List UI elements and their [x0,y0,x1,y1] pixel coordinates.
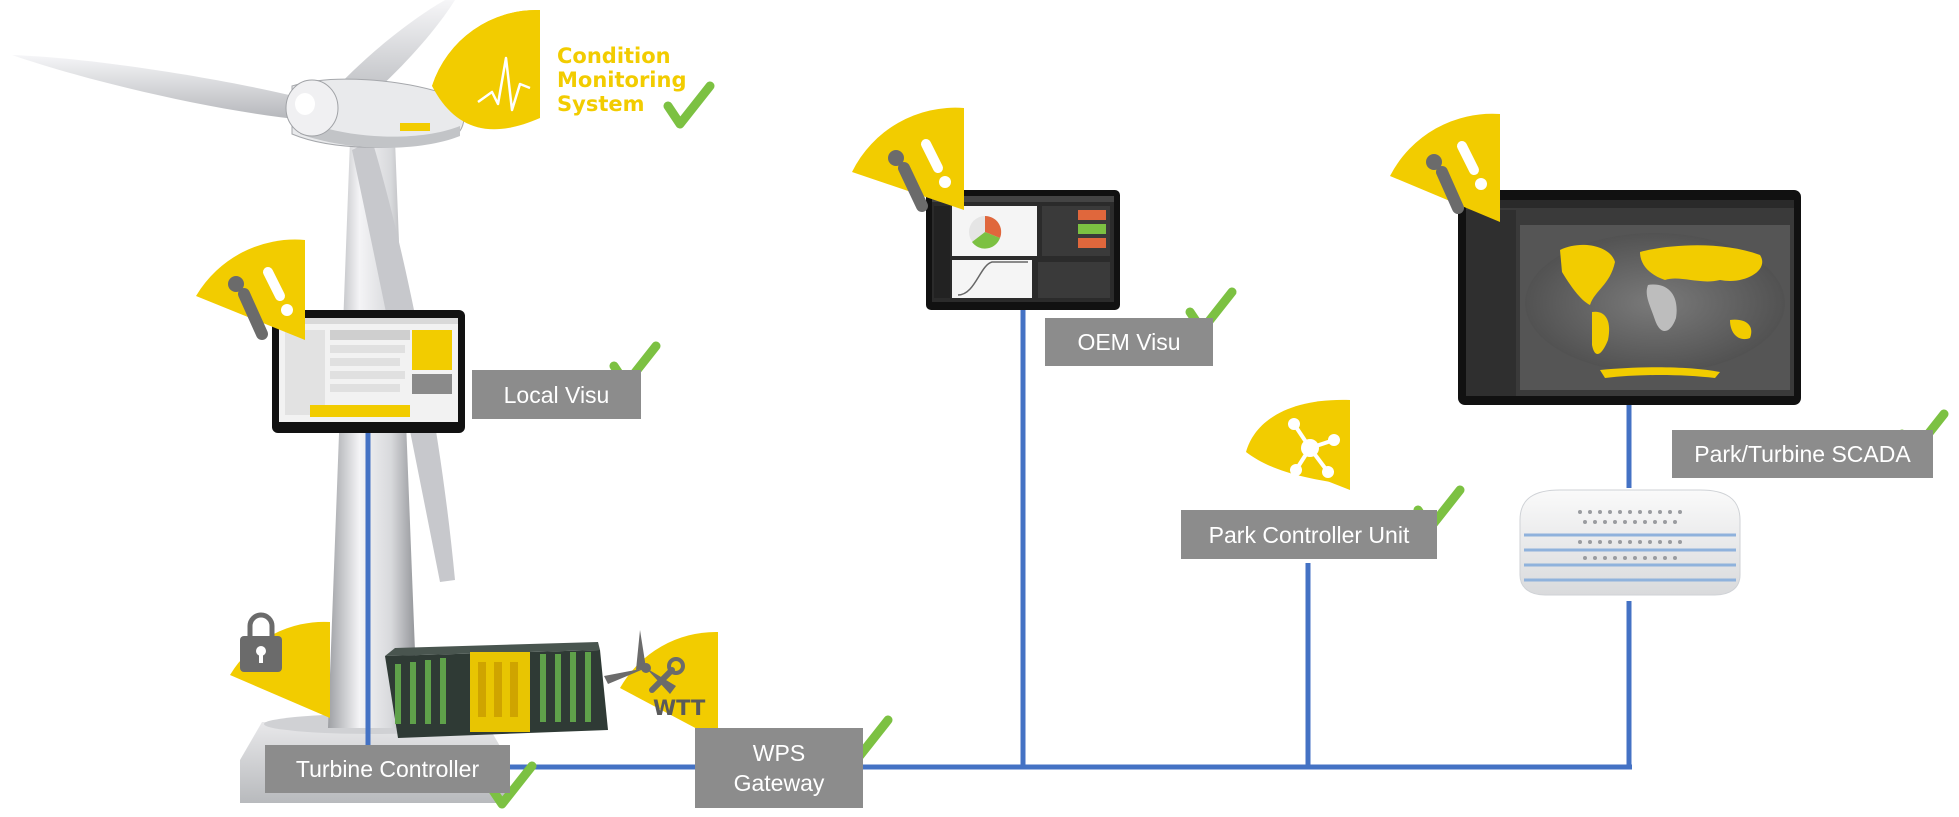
heartbeat-icon [432,9,540,130]
local-visu-label: Local Visu [472,370,641,419]
wps-gateway-line: WPS [752,740,806,766]
wrench-turbine-icon [604,630,718,740]
local-visu-monitor [272,310,465,433]
network-lines [365,307,1632,770]
wps-gateway-line: Gateway [733,770,825,796]
info-warning-icon [196,239,305,340]
park-controller-unit-label: Park Controller Unit [1181,510,1437,559]
cms-line: System [557,92,645,116]
info-warning-icon [852,107,964,212]
oem-visu-label: OEM Visu [1045,318,1213,366]
scada-monitor [1458,190,1801,405]
cms-title: Condition Monitoring System [557,44,686,116]
cms-line: Monitoring [557,68,687,92]
cms-line: Condition [557,44,671,68]
park-turbine-scada-label: Park/Turbine SCADA [1672,430,1933,478]
wps-gateway-label: WPS Gateway [695,728,863,808]
info-warning-icon [1390,113,1500,222]
check-icon [663,81,715,129]
wtt-badge: WTT [653,696,706,720]
turbine-controller-hardware [385,642,608,738]
network-hub-icon [1246,399,1350,490]
turbine-controller-label: Turbine Controller [265,745,510,793]
scada-server [1517,488,1742,601]
oem-visu-monitor [926,190,1120,310]
lock-icon [230,612,330,718]
